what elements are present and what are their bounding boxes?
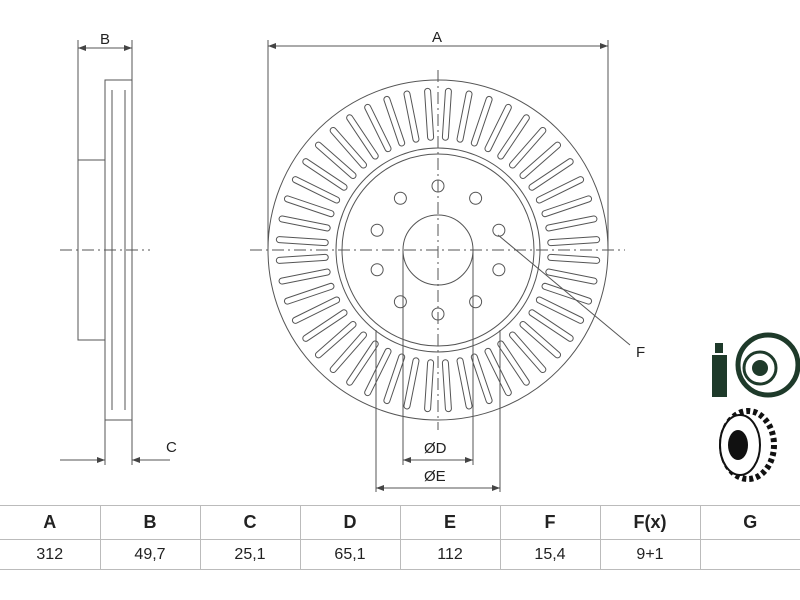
vane-slot <box>314 141 357 179</box>
header-cell: C <box>199 505 301 540</box>
bolt-hole <box>469 191 483 205</box>
vane-slot <box>519 321 562 359</box>
vane-slot <box>470 95 493 147</box>
header-cell: A <box>0 505 101 540</box>
bolt-hole <box>370 263 384 277</box>
vane-slot <box>545 268 598 285</box>
vane-slot <box>403 90 420 143</box>
vane-slot <box>278 268 331 285</box>
value-cell: 312 <box>0 539 101 570</box>
vane-slot <box>497 340 530 386</box>
vane-slot <box>547 236 601 247</box>
vane-slot <box>456 90 473 143</box>
table-header-row: A B C D E F F(x) G <box>0 505 800 540</box>
vane-slot <box>283 195 335 218</box>
dimensions-table: A B C D E F F(x) G 312 49,7 25,1 65,1 11… <box>0 505 800 570</box>
header-cell: B <box>99 505 201 540</box>
value-cell: 49,7 <box>99 539 201 570</box>
vane-slot <box>275 253 329 264</box>
header-cell: D <box>299 505 401 540</box>
dim-label-d: ØD <box>424 440 447 457</box>
vane-slot <box>302 309 348 342</box>
dim-label-f: F <box>636 344 645 361</box>
vane-slot <box>329 126 367 169</box>
cooling-vanes <box>275 87 601 413</box>
front-view <box>250 40 631 492</box>
vane-slot <box>364 103 392 153</box>
vane-slot <box>456 357 473 410</box>
vane-slot <box>509 126 547 169</box>
vane-slot <box>528 309 574 342</box>
vane-slot <box>541 195 593 218</box>
vane-slot <box>383 95 406 147</box>
header-cell: F(x) <box>599 505 701 540</box>
vane-slot <box>278 215 331 232</box>
bolt-hole <box>492 223 506 237</box>
header-cell: G <box>699 505 800 540</box>
side-view <box>60 40 170 465</box>
vane-slot <box>541 282 593 305</box>
value-cell: 65,1 <box>299 539 401 570</box>
spray-coated-disc-icon <box>712 332 800 398</box>
value-cell <box>699 539 800 570</box>
header-cell: E <box>399 505 501 540</box>
header-cell: F <box>499 505 601 540</box>
value-cell: 112 <box>399 539 501 570</box>
dim-label-e: ØE <box>424 468 446 485</box>
vane-slot <box>314 321 357 359</box>
ventilated-disc-icon <box>719 408 777 482</box>
vane-slot <box>302 158 348 191</box>
vane-slot <box>441 359 452 413</box>
vane-slot <box>484 103 512 153</box>
vane-slot <box>291 176 341 204</box>
bolt-hole <box>393 295 407 309</box>
vane-slot <box>535 176 585 204</box>
vane-slot <box>403 357 420 410</box>
bolt-hole <box>469 295 483 309</box>
vane-slot <box>346 340 379 386</box>
vane-slot <box>283 282 335 305</box>
vane-slot <box>424 359 435 413</box>
vane-slot <box>275 236 329 247</box>
vane-slot <box>528 158 574 191</box>
vane-slot <box>509 331 547 374</box>
vane-slot <box>545 215 598 232</box>
bolt-hole <box>393 191 407 205</box>
vane-slot <box>329 331 367 374</box>
vane-slot <box>346 114 379 160</box>
dim-label-a: A <box>432 29 442 46</box>
value-cell: 15,4 <box>499 539 601 570</box>
vane-slot <box>424 87 435 141</box>
value-cell: 9+1 <box>599 539 701 570</box>
value-cell: 25,1 <box>199 539 301 570</box>
vane-slot <box>441 87 452 141</box>
bolt-holes <box>370 179 506 321</box>
vane-slot <box>364 347 392 397</box>
vane-slot <box>547 253 601 264</box>
vane-slot <box>497 114 530 160</box>
brake-disc-drawing: B C A ØD ØE F <box>60 29 800 492</box>
dim-label-c: C <box>166 439 177 456</box>
bolt-hole <box>492 263 506 277</box>
vane-slot <box>484 347 512 397</box>
vane-slot <box>535 296 585 324</box>
vane-slot <box>291 296 341 324</box>
table-row: 312 49,7 25,1 65,1 112 15,4 9+1 <box>0 539 800 570</box>
vane-slot <box>519 141 562 179</box>
bolt-hole <box>370 223 384 237</box>
dim-label-b: B <box>100 31 110 48</box>
